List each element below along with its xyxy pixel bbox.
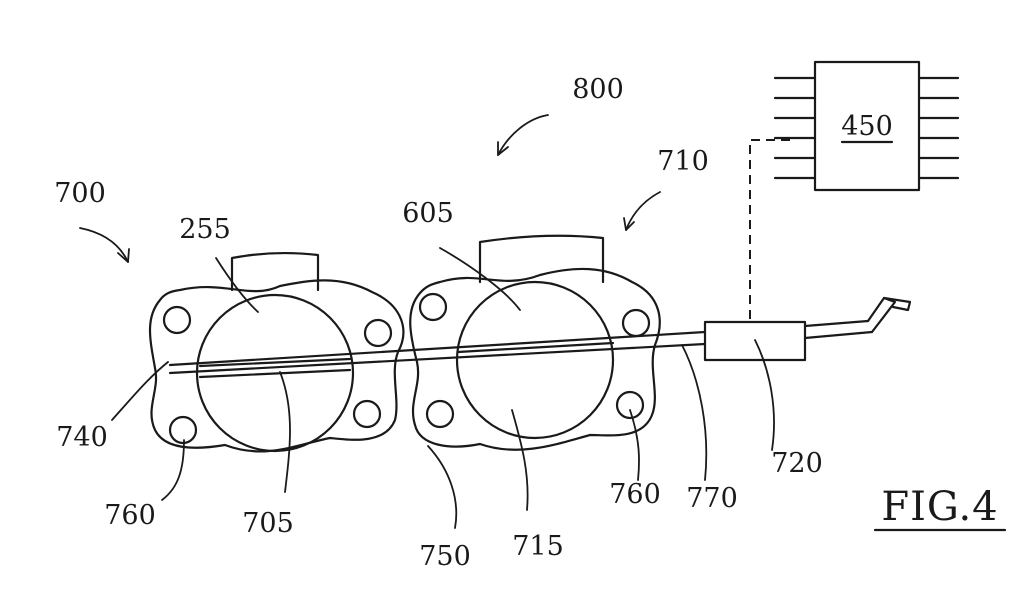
label-710: 710 — [657, 146, 709, 177]
left-throttle-plate-bottom — [198, 368, 352, 379]
leader-705 — [279, 371, 291, 493]
arrow-700 — [79, 227, 130, 263]
throttle-body-right — [409, 234, 661, 451]
left-bolt-hole-br — [352, 399, 382, 429]
right-flange — [409, 267, 661, 451]
label-705: 705 — [242, 508, 294, 539]
label-715: 715 — [512, 531, 564, 562]
label-605: 605 — [402, 198, 454, 229]
right-bolt-hole-bl — [425, 399, 455, 429]
right-bolt-hole-tr — [621, 308, 651, 338]
controller-chip: 450 — [773, 60, 960, 192]
left-bolt-hole-tl — [162, 305, 192, 335]
label-770: 770 — [686, 483, 738, 514]
label-740: 740 — [56, 422, 108, 453]
left-top-mount — [230, 251, 320, 292]
left-bore — [195, 293, 355, 453]
label-255: 255 — [179, 214, 231, 245]
label-750: 750 — [419, 541, 471, 572]
leader-720 — [754, 339, 775, 451]
right-bolt-hole-br — [615, 390, 645, 420]
right-bolt-hole-tl — [418, 292, 448, 322]
right-throttle-plate — [456, 341, 615, 354]
leader-750 — [427, 445, 458, 529]
crank-lever — [866, 296, 912, 334]
label-760-left: 760 — [104, 500, 156, 531]
left-bolt-hole-bl — [168, 415, 198, 445]
chip-pins-right — [917, 76, 960, 180]
label-720: 720 — [771, 448, 823, 479]
arrow-800 — [497, 114, 549, 156]
label-760-right: 760 — [609, 479, 661, 510]
leader-605 — [439, 247, 521, 311]
signal-wire — [749, 139, 790, 322]
label-450: 450 — [841, 111, 893, 142]
label-800: 800 — [572, 74, 624, 105]
label-700: 700 — [54, 178, 106, 209]
chip-body — [813, 60, 921, 192]
right-top-mount — [478, 234, 605, 284]
left-bolt-hole-tr — [363, 318, 393, 348]
throttle-body-left — [148, 251, 405, 453]
leader-740 — [111, 361, 169, 421]
figure-caption: FIG.4 — [881, 484, 998, 530]
right-bore — [455, 280, 615, 440]
leader-715 — [511, 409, 529, 511]
chip-pins-left — [773, 76, 817, 180]
leader-760-right — [629, 409, 640, 481]
left-throttle-plate-top — [198, 357, 352, 368]
leader-255 — [215, 257, 259, 313]
leader-770 — [681, 344, 708, 481]
left-flange — [148, 279, 405, 453]
leader-760-left — [161, 439, 185, 501]
shaft — [168, 319, 874, 375]
actuator-housing — [703, 320, 807, 362]
arrow-710 — [623, 191, 661, 231]
